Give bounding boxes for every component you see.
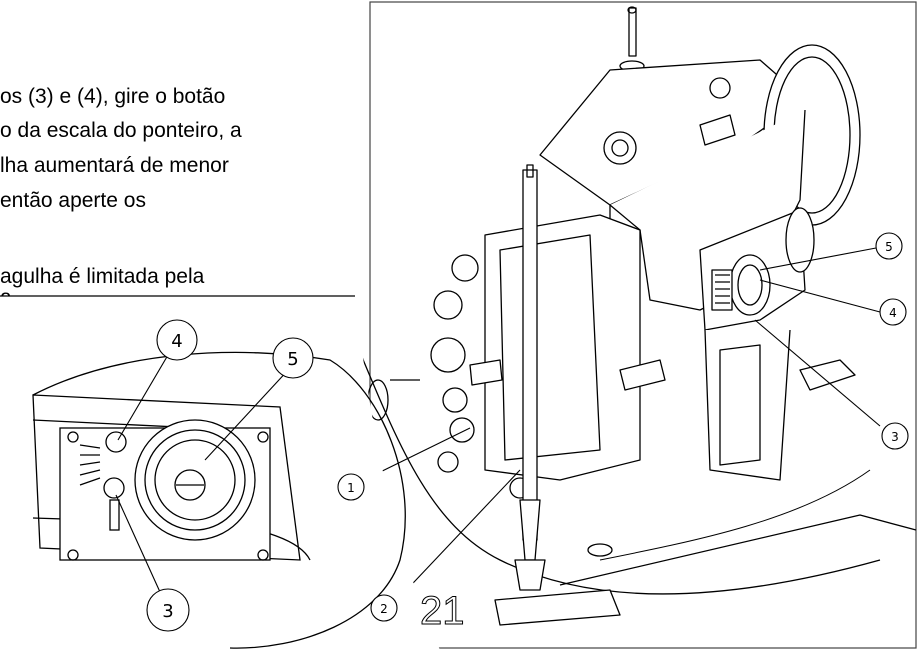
inset-leader-lines bbox=[115, 354, 291, 593]
callout-main-3: 3 bbox=[891, 430, 899, 444]
callout-labels: 5 4 3 1 2 bbox=[347, 240, 899, 616]
callout-circle-main-2 bbox=[370, 594, 398, 622]
callout-circle-main-4 bbox=[879, 298, 907, 326]
callout-inset-4: 4 bbox=[171, 331, 182, 352]
callout-circle-inset-4 bbox=[156, 319, 198, 361]
callout-main-2: 2 bbox=[380, 602, 388, 616]
instruction-line-4: então aperte os bbox=[0, 189, 146, 212]
figure-number: 21 bbox=[420, 589, 465, 633]
callout-circle-main-1 bbox=[337, 473, 365, 501]
inset-detail-drawing bbox=[32, 351, 406, 649]
callout-inset-5: 5 bbox=[287, 349, 298, 370]
instruction-line-2: o da escala do ponteiro, a bbox=[0, 119, 242, 142]
callout-circle-main-5 bbox=[875, 232, 903, 260]
sewing-machine-drawing bbox=[339, 6, 917, 626]
callout-main-4: 4 bbox=[889, 306, 897, 320]
callout-circle-inset-5 bbox=[272, 337, 314, 379]
callouts bbox=[146, 232, 909, 632]
instruction-line-1: os (3) e (4), gire o botão bbox=[0, 85, 226, 108]
callout-inset-3: 3 bbox=[162, 601, 173, 622]
callout-circle-inset-3 bbox=[146, 588, 190, 632]
inset-callout-labels: 4 5 3 bbox=[162, 331, 298, 622]
instruction-line-5: agulha é limitada pela bbox=[0, 265, 205, 288]
callout-main-5: 5 bbox=[885, 240, 893, 254]
instruction-line-3: lha aumentará de menor bbox=[0, 154, 229, 177]
callout-circle-main-3 bbox=[881, 422, 909, 450]
callout-main-1: 1 bbox=[347, 481, 355, 495]
